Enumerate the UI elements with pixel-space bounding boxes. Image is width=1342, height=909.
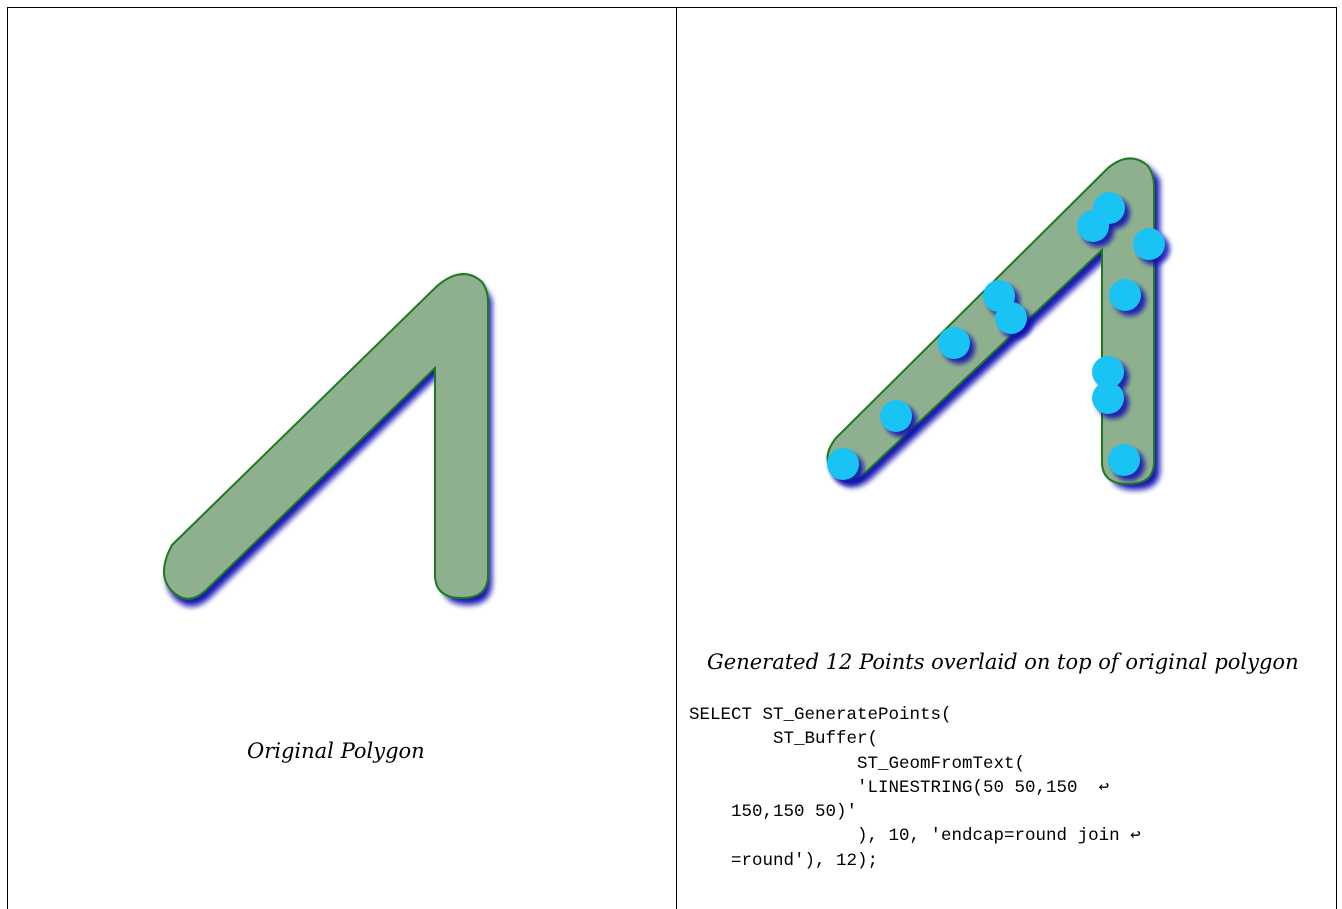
generated-point: [1108, 444, 1140, 476]
code-line: ), 10, 'endcap=round join ↩: [689, 826, 1141, 847]
generated-points-figure: [826, 157, 1170, 490]
generated-point: [827, 448, 859, 480]
buffered-polygon: [163, 273, 489, 600]
code-line: ST_GeomFromText(: [689, 753, 1026, 774]
sql-code-block: SELECT ST_GeneratePoints( ST_Buffer( ST_…: [689, 703, 1141, 873]
code-line: ST_Buffer(: [689, 729, 879, 750]
table-frame: [7, 7, 1337, 909]
code-line: SELECT ST_GeneratePoints(: [689, 705, 952, 725]
generated-points: [827, 192, 1170, 485]
column-divider: [676, 7, 677, 909]
generated-point: [880, 400, 912, 432]
generated-points-caption: Generated 12 Points overlaid on top of o…: [707, 650, 1299, 674]
generated-point: [995, 302, 1027, 334]
code-line: 150,150 50)': [689, 802, 858, 823]
code-line: 'LINESTRING(50 50,150 ↩: [689, 777, 1110, 798]
original-polygon-caption: Original Polygon: [247, 739, 425, 763]
generated-point: [1133, 228, 1165, 260]
generated-point: [1092, 356, 1124, 388]
code-line: =round'), 12);: [689, 850, 879, 871]
generated-point: [1109, 279, 1141, 311]
generated-point: [1092, 382, 1124, 414]
original-polygon-figure: [163, 273, 492, 607]
generated-point: [1093, 192, 1125, 224]
generated-point: [938, 327, 970, 359]
